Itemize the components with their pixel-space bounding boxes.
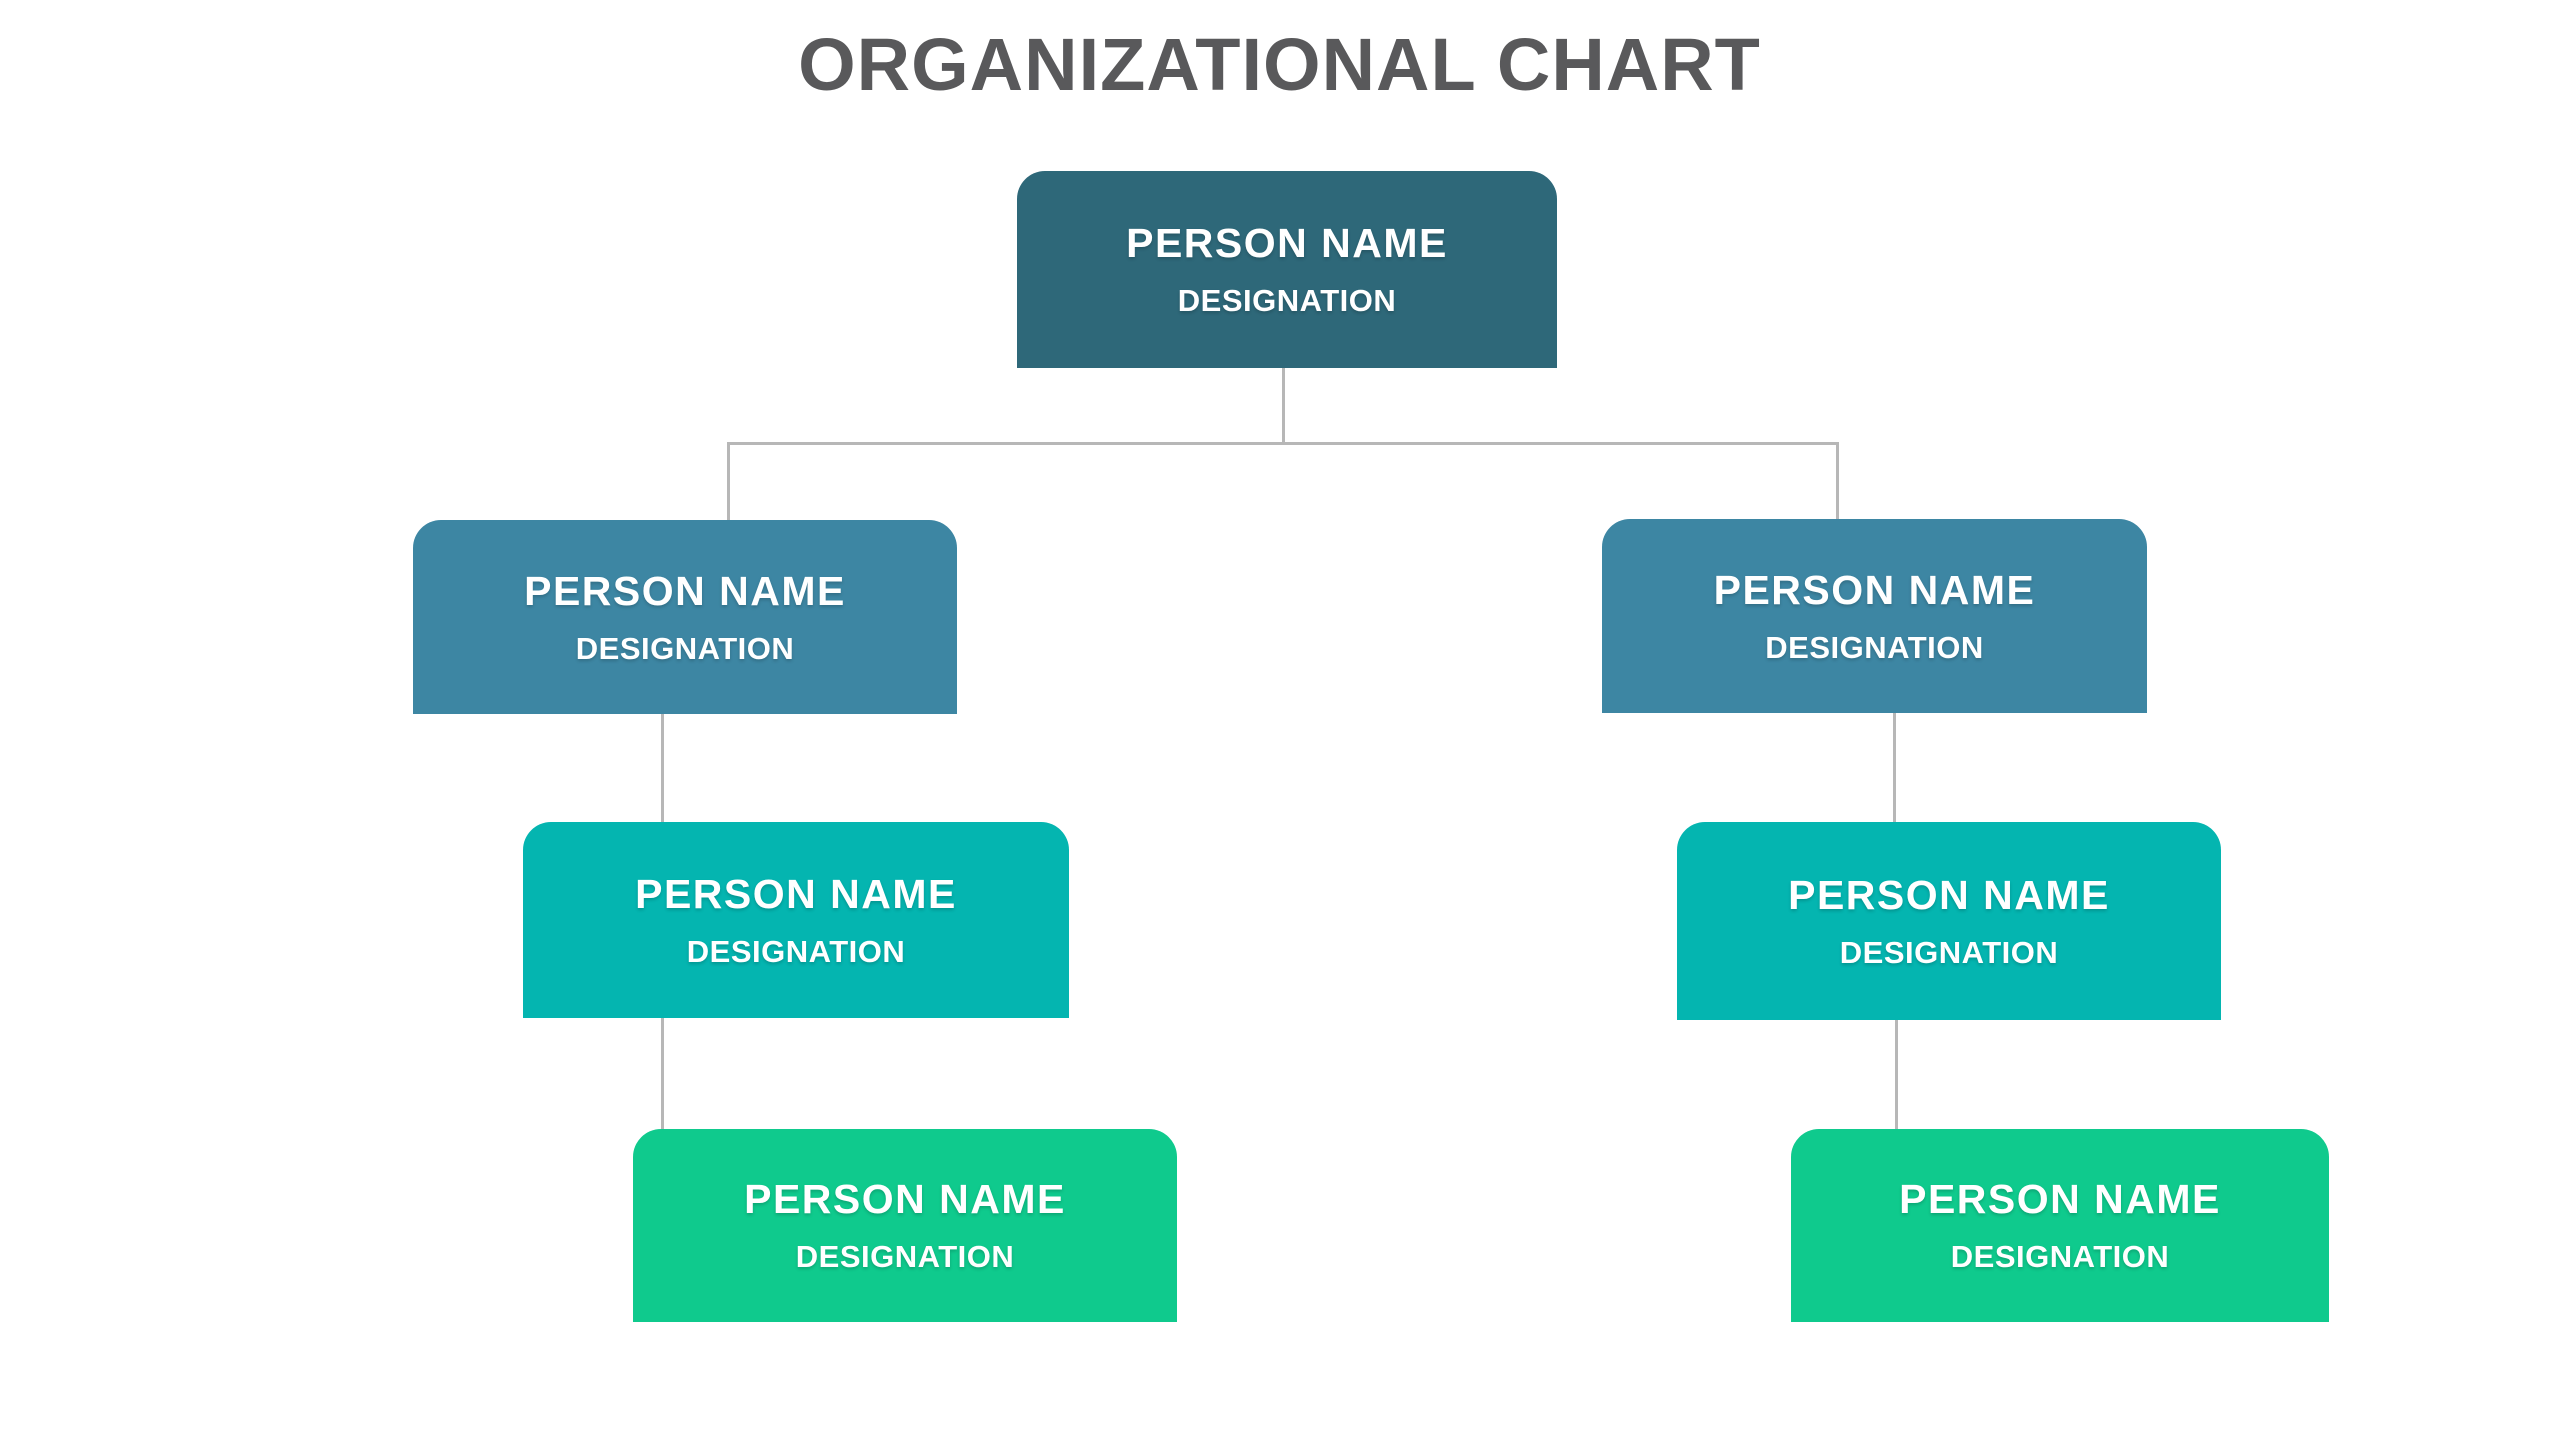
connector-to-l2-right xyxy=(1836,442,1839,530)
org-node-l4-left[interactable]: PERSON NAME DESIGNATION xyxy=(633,1129,1177,1322)
page-title: ORGANIZATIONAL CHART xyxy=(798,23,1761,106)
person-name-label: PERSON NAME xyxy=(744,1176,1066,1222)
org-node-l3-left[interactable]: PERSON NAME DESIGNATION xyxy=(523,822,1069,1018)
person-name-label: PERSON NAME xyxy=(524,567,846,614)
org-node-root[interactable]: PERSON NAME DESIGNATION xyxy=(1017,171,1557,368)
connector-l3-left-to-l4-left xyxy=(661,1010,664,1140)
person-name-label: PERSON NAME xyxy=(1788,871,2110,918)
person-name-label: PERSON NAME xyxy=(1713,566,2036,613)
org-node-l2-right[interactable]: PERSON NAME DESIGNATION xyxy=(1602,519,2147,713)
connector-l3-right-to-l4-right xyxy=(1895,1012,1898,1140)
person-name-label: PERSON NAME xyxy=(635,870,957,917)
designation-label: DESIGNATION xyxy=(1765,629,1984,665)
designation-label: DESIGNATION xyxy=(1177,283,1397,318)
designation-label: DESIGNATION xyxy=(686,933,906,969)
connector-to-l2-left xyxy=(727,442,730,530)
designation-label: DESIGNATION xyxy=(795,1239,1015,1274)
connector-l2-right-to-l3-right xyxy=(1893,705,1896,832)
person-name-label: PERSON NAME xyxy=(1899,1176,2221,1222)
designation-label: DESIGNATION xyxy=(575,630,795,666)
org-node-l4-right[interactable]: PERSON NAME DESIGNATION xyxy=(1791,1129,2329,1322)
connector-l2-left-to-l3-left xyxy=(661,705,664,832)
connector-level2-crossbar xyxy=(727,442,1839,445)
person-name-label: PERSON NAME xyxy=(1126,220,1448,266)
designation-label: DESIGNATION xyxy=(1839,934,2059,970)
org-node-l3-right[interactable]: PERSON NAME DESIGNATION xyxy=(1677,822,2221,1020)
designation-label: DESIGNATION xyxy=(1950,1239,2170,1274)
org-node-l2-left[interactable]: PERSON NAME DESIGNATION xyxy=(413,520,957,714)
connector-root-drop xyxy=(1282,360,1285,445)
